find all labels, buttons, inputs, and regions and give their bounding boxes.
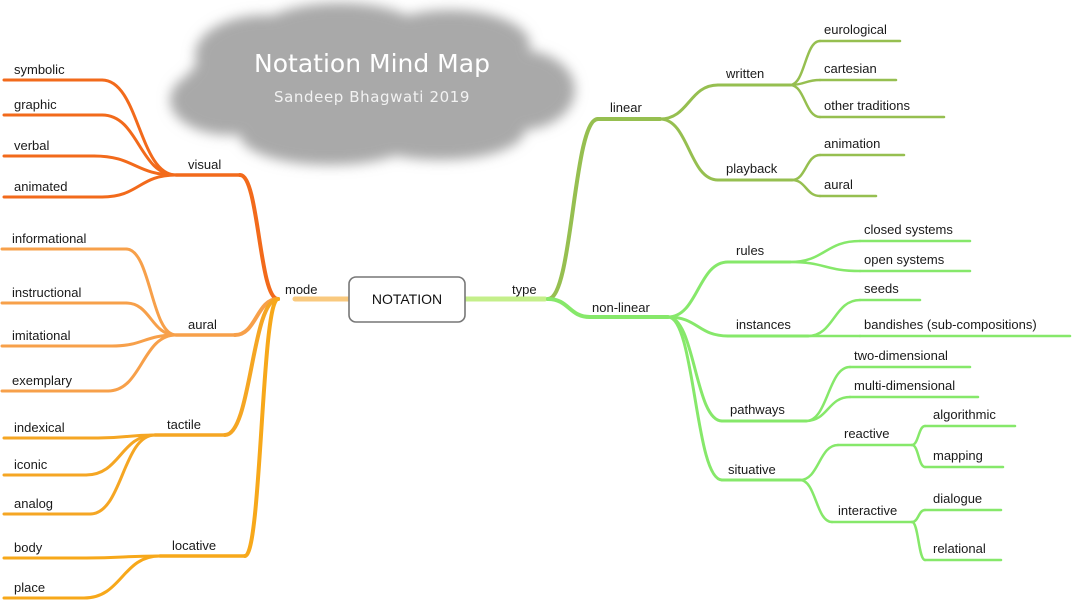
node-playback[interactable]: playback xyxy=(726,161,778,176)
node-reactive[interactable]: reactive xyxy=(844,426,890,441)
branch-curve-symbolic xyxy=(100,78,178,177)
leaf-animation[interactable]: animation xyxy=(824,136,880,151)
map-subtitle: Sandeep Bhagwati 2019 xyxy=(274,88,470,106)
labels: mode visual symbolic graphic verbal animated a… xyxy=(12,22,1037,595)
leaf-algorithmic[interactable]: algorithmic xyxy=(933,407,996,422)
node-type[interactable]: type xyxy=(512,282,537,297)
branch-curve-dialogue xyxy=(910,508,927,524)
branch-curve-playback xyxy=(658,117,720,182)
branch-curve-animated xyxy=(100,173,178,199)
branch-curve-instances xyxy=(666,315,730,338)
node-written[interactable]: written xyxy=(725,66,764,81)
branch-curve-open-systems xyxy=(788,260,862,273)
branch-curve-rules xyxy=(666,260,730,319)
branch-curve-tactile xyxy=(223,297,280,437)
leaf-verbal[interactable]: verbal xyxy=(14,138,50,153)
branch-curve-situative xyxy=(666,315,724,482)
node-visual[interactable]: visual xyxy=(188,157,221,172)
leaf-multi-dimensional[interactable]: multi-dimensional xyxy=(854,378,955,393)
branch-curve-linear xyxy=(546,117,600,301)
leaf-graphic[interactable]: graphic xyxy=(14,97,57,112)
branch-curve-interactive xyxy=(798,478,834,524)
leaf-informational[interactable]: informational xyxy=(12,231,87,246)
branch-curve-algorithmic xyxy=(910,424,927,447)
node-situative[interactable]: situative xyxy=(728,462,776,477)
node-instances[interactable]: instances xyxy=(736,317,791,332)
branch-curve-aural xyxy=(790,178,822,198)
leaf-imitational[interactable]: imitational xyxy=(12,328,71,343)
branch-curve-visual xyxy=(238,173,280,301)
branch-curve-nonlinear xyxy=(546,297,592,319)
branch-curve-seeds xyxy=(806,298,862,338)
node-mode[interactable]: mode xyxy=(285,282,318,297)
node-pathways[interactable]: pathways xyxy=(730,402,785,417)
leaf-body[interactable]: body xyxy=(14,540,43,555)
leaf-instructional[interactable]: instructional xyxy=(12,285,81,300)
branch-curve-two-dimensional xyxy=(804,365,852,423)
branches xyxy=(0,39,1072,600)
branch-curve-informational xyxy=(124,247,178,337)
branch-curve-mapping xyxy=(910,443,927,469)
node-locative[interactable]: locative xyxy=(172,538,216,553)
leaf-seeds[interactable]: seeds xyxy=(864,281,899,296)
branch-curve-place xyxy=(82,554,162,600)
node-rules[interactable]: rules xyxy=(736,243,765,258)
branch-curve-locative xyxy=(243,297,280,558)
leaf-relational[interactable]: relational xyxy=(933,541,986,556)
leaf-exemplary[interactable]: exemplary xyxy=(12,373,72,388)
branch-curve-exemplary xyxy=(106,333,178,393)
node-non-linear[interactable]: non-linear xyxy=(592,300,650,315)
branch-curve-iconic xyxy=(84,433,157,477)
leaf-place[interactable]: place xyxy=(14,580,45,595)
branch-curve-other-traditions xyxy=(788,83,822,119)
leaf-indexical[interactable]: indexical xyxy=(14,420,65,435)
branch-curve-analog xyxy=(88,433,157,516)
branch-curve-reactive xyxy=(798,443,840,482)
node-interactive[interactable]: interactive xyxy=(838,503,897,518)
leaf-animated[interactable]: animated xyxy=(14,179,67,194)
center-node-label: NOTATION xyxy=(372,291,442,307)
leaf-symbolic[interactable]: symbolic xyxy=(14,62,65,77)
branch-curve-multi-dimensional xyxy=(804,395,852,423)
leaf-mapping[interactable]: mapping xyxy=(933,448,983,463)
center-node-box xyxy=(348,276,466,323)
leaf-closed-systems[interactable]: closed systems xyxy=(864,222,953,237)
leaf-bandishes-sub-compositions[interactable]: bandishes (sub-compositions) xyxy=(864,317,1037,332)
leaf-iconic[interactable]: iconic xyxy=(14,457,48,472)
leaf-other-traditions[interactable]: other traditions xyxy=(824,98,910,113)
leaf-aural[interactable]: aural xyxy=(824,177,853,192)
node-linear[interactable]: linear xyxy=(610,100,642,115)
branch-curve-written xyxy=(658,83,720,121)
leaf-analog[interactable]: analog xyxy=(14,496,53,511)
node-tactile[interactable]: tactile xyxy=(167,417,201,432)
branch-curve-animation xyxy=(790,153,822,182)
cloud-shape xyxy=(170,3,575,165)
branch-curve-relational xyxy=(910,520,927,562)
title-cloud: Notation Mind Map Sandeep Bhagwati 2019 xyxy=(170,3,575,165)
leaf-two-dimensional[interactable]: two-dimensional xyxy=(854,348,948,363)
leaf-eurological[interactable]: eurological xyxy=(824,22,887,37)
leaf-open-systems[interactable]: open systems xyxy=(864,252,945,267)
branch-curve-eurological xyxy=(788,39,822,87)
branch-curve-graphic xyxy=(100,113,178,177)
map-title: Notation Mind Map xyxy=(254,49,490,78)
center-node[interactable]: NOTATION xyxy=(348,276,466,323)
leaf-dialogue[interactable]: dialogue xyxy=(933,491,982,506)
leaf-cartesian[interactable]: cartesian xyxy=(824,61,877,76)
branch-curve-closed-systems xyxy=(788,239,862,264)
node-aural[interactable]: aural xyxy=(188,317,217,332)
